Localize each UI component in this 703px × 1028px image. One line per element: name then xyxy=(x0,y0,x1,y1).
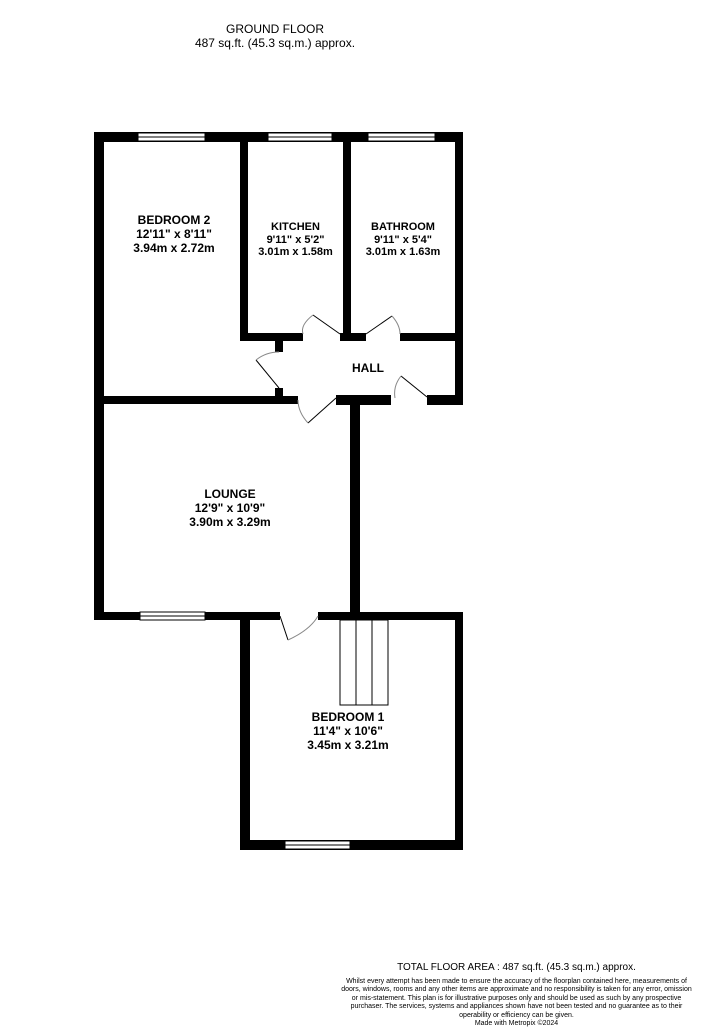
wall xyxy=(240,333,303,341)
wall xyxy=(336,395,391,405)
room-bedroom-2: BEDROOM 2 12'11" x 8'11" 3.94m x 2.72m xyxy=(110,213,238,255)
floor-title: GROUND FLOOR xyxy=(225,22,324,36)
stairs xyxy=(339,619,389,706)
room-bedroom-1: BEDROOM 1 11'4" x 10'6" 3.45m x 3.21m xyxy=(268,710,428,752)
wall xyxy=(275,341,283,352)
room-name: KITCHEN xyxy=(271,221,320,233)
wall xyxy=(240,142,248,341)
room-name: LOUNGE xyxy=(204,487,256,501)
room-metric: 3.90m x 3.29m xyxy=(189,514,271,529)
door-lounge xyxy=(307,397,337,424)
wall xyxy=(340,333,366,341)
room-name: BEDROOM 1 xyxy=(311,710,385,724)
wall xyxy=(94,132,104,620)
windows xyxy=(137,132,436,850)
door-swing xyxy=(287,615,319,641)
total-floor-area: TOTAL FLOOR AREA : 487 sq.ft. (45.3 sq.m… xyxy=(397,962,636,973)
wall xyxy=(94,396,298,404)
door-kitchen xyxy=(312,314,341,335)
door-swing xyxy=(255,351,280,361)
door-swing xyxy=(297,399,309,424)
room-imperial: 11'4" x 10'6" xyxy=(313,723,383,738)
door-bedroom2 xyxy=(255,359,280,389)
floor-area: 487 sq.ft. (45.3 sq.m.) approx. xyxy=(194,36,356,50)
room-kitchen: KITCHEN 9'11" x 5'2" 3.01m x 1.58m xyxy=(248,221,343,259)
room-imperial: 9'11" x 5'2" xyxy=(266,233,325,246)
room-metric: 3.94m x 2.72m xyxy=(133,240,215,255)
room-metric: 3.01m x 1.63m xyxy=(365,246,441,259)
wall xyxy=(240,840,463,850)
room-lounge: LOUNGE 12'9" x 10'9" 3.90m x 3.29m xyxy=(140,487,320,529)
wall xyxy=(455,132,463,405)
door-swing xyxy=(394,375,402,399)
wall xyxy=(343,142,351,341)
wall xyxy=(275,388,283,398)
room-name: HALL xyxy=(352,361,384,375)
wall xyxy=(455,612,463,850)
room-hall: HALL xyxy=(338,361,398,376)
door-bedroom1 xyxy=(279,615,289,641)
doors xyxy=(255,314,428,641)
room-imperial: 9'11" x 5'4" xyxy=(374,233,432,246)
disclaimer: Whilst every attempt has been made to en… xyxy=(330,978,703,1028)
door-swing xyxy=(302,314,314,335)
wall xyxy=(318,612,463,620)
wall xyxy=(400,333,455,341)
credit: Made with Metropix ©2024 xyxy=(474,1019,559,1027)
disclaimer-text: Whilst every attempt has been made to en… xyxy=(341,978,692,1019)
wall xyxy=(250,612,280,620)
wall xyxy=(427,395,463,405)
room-bathroom: BATHROOM 9'11" x 5'4" 3.01m x 1.63m xyxy=(351,221,455,259)
wall xyxy=(350,395,360,620)
room-metric: 3.01m x 1.58m xyxy=(258,246,333,259)
door-bathroom xyxy=(365,315,393,335)
room-name: BEDROOM 2 xyxy=(137,213,211,227)
room-imperial: 12'9" x 10'9" xyxy=(194,500,266,515)
room-metric: 3.45m x 3.21m xyxy=(307,737,389,752)
wall xyxy=(240,612,250,850)
door-swing xyxy=(391,315,401,335)
door-entrance xyxy=(400,375,428,398)
room-name: BATHROOM xyxy=(371,221,435,233)
room-imperial: 12'11" x 8'11" xyxy=(136,226,212,241)
